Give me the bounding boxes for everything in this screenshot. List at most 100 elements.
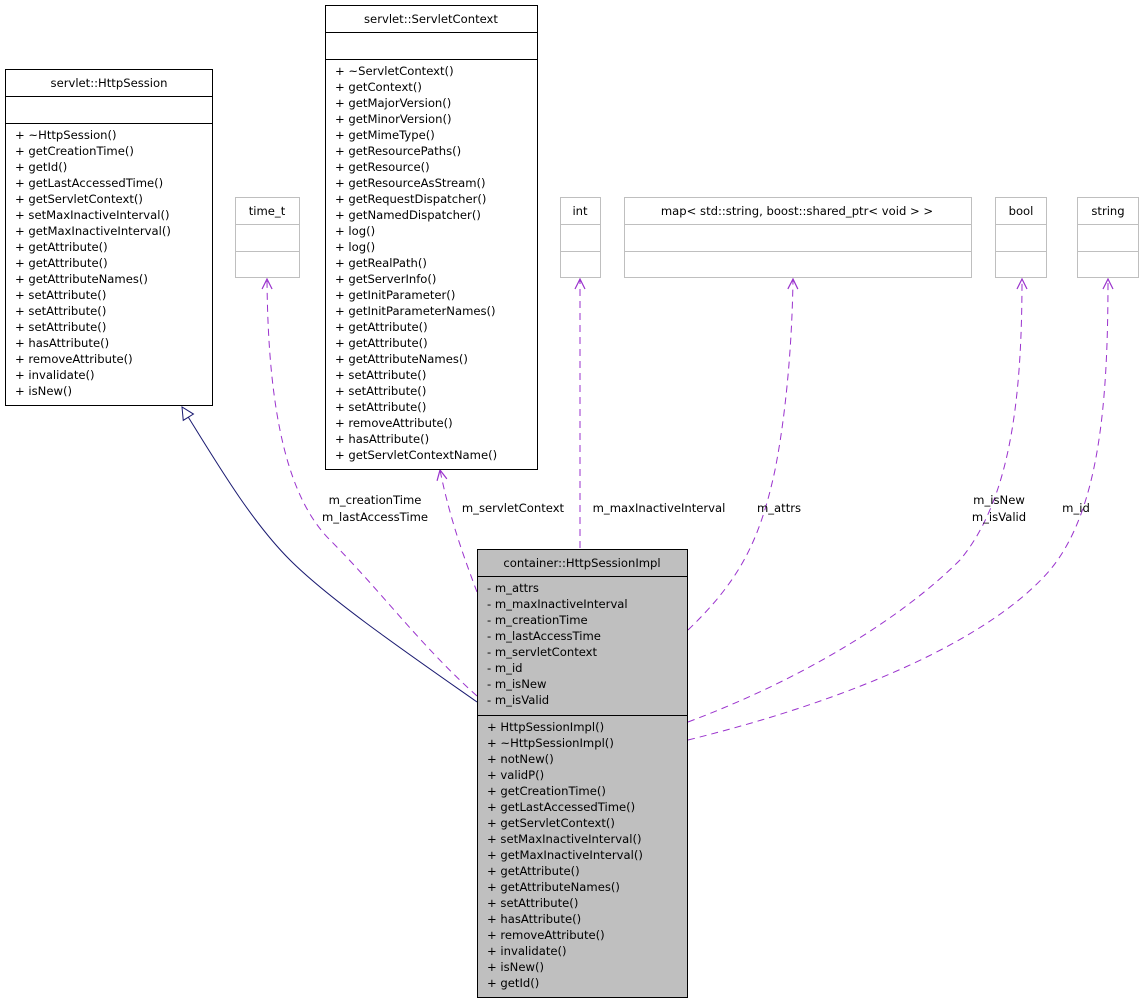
- class-method: + getRealPath(): [335, 256, 427, 270]
- class-method: + isNew(): [15, 384, 72, 398]
- attribute-list: - m_attrs - m_maxInactiveInterval - m_crea…: [487, 581, 628, 707]
- class-method: + setAttribute(): [15, 320, 106, 334]
- class-method: + getCreationTime(): [487, 784, 606, 798]
- class-method: + notNew(): [487, 752, 554, 766]
- edge-label-attrs: m_attrs: [757, 501, 801, 515]
- class-title: container::HttpSessionImpl: [503, 556, 660, 570]
- type-string: string: [1077, 197, 1139, 278]
- class-method: + getInitParameterNames(): [335, 304, 496, 318]
- class-method: + getAttribute(): [15, 256, 108, 270]
- class-method: + getId(): [487, 976, 539, 990]
- class-method: + setAttribute(): [15, 304, 106, 318]
- edge-label-last-access-time: m_lastAccessTime: [322, 510, 428, 524]
- method-list: + ~ServletContext()+ getContext()+ getMa…: [335, 64, 497, 462]
- method-list: + ~HttpSession() + getCreationTime() + get…: [15, 128, 171, 398]
- class-method: + setAttribute(): [15, 288, 106, 302]
- class-method: + getAttribute(): [15, 240, 108, 254]
- class-attribute: - m_creationTime: [487, 613, 588, 627]
- class-method: + getCreationTime(): [15, 144, 134, 158]
- class-method: + getAttribute(): [335, 336, 428, 350]
- edges: m_creationTime m_lastAccessTime m_servle…: [182, 279, 1108, 741]
- class-method: + getAttributeNames(): [15, 272, 148, 286]
- edge-label-id: m_id: [1062, 501, 1090, 515]
- class-method: + removeAttribute(): [335, 416, 453, 430]
- class-attribute: - m_isValid: [487, 693, 549, 707]
- type-title: string: [1091, 204, 1124, 218]
- type-box: [560, 197, 601, 278]
- class-method: + getInitParameter(): [335, 288, 455, 302]
- class-method: + getAttributeNames(): [335, 352, 468, 366]
- type-title: time_t: [249, 204, 286, 218]
- class-method: + ~HttpSession(): [15, 128, 117, 142]
- class-method: + setAttribute(): [335, 368, 426, 382]
- class-attribute: - m_isNew: [487, 677, 547, 691]
- type-title: int: [572, 204, 588, 218]
- type-int: int: [560, 197, 601, 278]
- usage-edge-map: [687, 279, 793, 631]
- edge-label-servlet-context: m_servletContext: [462, 501, 565, 515]
- class-method: + invalidate(): [15, 368, 95, 382]
- class-method: + getContext(): [335, 80, 422, 94]
- class-method: + setMaxInactiveInterval(): [15, 208, 170, 222]
- class-servlet-context: servlet::ServletContext + ~ServletContex…: [325, 5, 538, 470]
- type-title: bool: [1009, 204, 1034, 218]
- class-http-session-impl: container::HttpSessionImpl - m_attrs- m_…: [477, 549, 688, 998]
- type-time-t: time_t: [235, 197, 300, 278]
- class-method: + getId(): [15, 160, 67, 174]
- class-method: + getResource(): [335, 160, 430, 174]
- class-attribute: - m_lastAccessTime: [487, 629, 601, 643]
- type-box: [235, 197, 300, 278]
- type-box: [624, 197, 972, 278]
- class-method: + getResourcePaths(): [335, 144, 461, 158]
- class-method: + removeAttribute(): [487, 928, 605, 942]
- class-method: + HttpSessionImpl(): [487, 720, 604, 734]
- class-title: servlet::HttpSession: [51, 76, 168, 90]
- class-method: + hasAttribute(): [487, 912, 581, 926]
- class-method: + removeAttribute(): [15, 352, 133, 366]
- class-method: + getAttribute(): [335, 320, 428, 334]
- usage-edge-bool: [687, 279, 1022, 723]
- class-method: + log(): [335, 224, 375, 238]
- class-box: [325, 5, 538, 470]
- class-method: + getServerInfo(): [335, 272, 436, 286]
- class-method: + invalidate(): [487, 944, 567, 958]
- class-method: + validP(): [487, 768, 544, 782]
- class-method: + getRequestDispatcher(): [335, 192, 486, 206]
- class-method: + getAttribute(): [487, 864, 580, 878]
- edge-label-max-inactive-interval: m_maxInactiveInterval: [593, 501, 726, 515]
- class-method: + getResourceAsStream(): [335, 176, 486, 190]
- usage-edge-string: [687, 279, 1108, 741]
- class-method: + getServletContext(): [15, 192, 143, 206]
- class-attribute: - m_attrs: [487, 581, 539, 595]
- class-title: servlet::ServletContext: [364, 12, 498, 26]
- type-title: map< std::string, boost::shared_ptr< voi…: [661, 204, 933, 218]
- class-method: + setAttribute(): [335, 384, 426, 398]
- class-http-session: servlet::HttpSession + ~HttpSession()+ g…: [5, 69, 213, 406]
- type-box: [1077, 197, 1139, 278]
- class-method: + isNew(): [487, 960, 544, 974]
- class-method: + setAttribute(): [487, 896, 578, 910]
- class-attribute: - m_maxInactiveInterval: [487, 597, 628, 611]
- edge-label-creation-time: m_creationTime: [329, 493, 422, 507]
- class-method: + setAttribute(): [335, 400, 426, 414]
- inheritance-edge-http-session: [182, 407, 478, 703]
- class-method: + getNamedDispatcher(): [335, 208, 481, 222]
- edge-label-is-new: m_isNew: [973, 493, 1025, 507]
- class-box: [5, 69, 213, 406]
- class-method: + hasAttribute(): [15, 336, 109, 350]
- class-method: + getAttributeNames(): [487, 880, 620, 894]
- class-method: + getMinorVersion(): [335, 112, 452, 126]
- class-method: + getMaxInactiveInterval(): [15, 224, 171, 238]
- class-attribute: - m_id: [487, 661, 523, 675]
- class-method: + getServletContext(): [487, 816, 615, 830]
- class-box: [477, 549, 688, 998]
- class-method: + getLastAccessedTime(): [15, 176, 163, 190]
- class-method: + ~HttpSessionImpl(): [487, 736, 614, 750]
- type-box: [995, 197, 1047, 278]
- usage-edge-servlet-context: [440, 470, 478, 593]
- class-method: + getMimeType(): [335, 128, 435, 142]
- class-method: + hasAttribute(): [335, 432, 429, 446]
- class-method: + getMaxInactiveInterval(): [487, 848, 643, 862]
- type-bool: bool: [995, 197, 1047, 278]
